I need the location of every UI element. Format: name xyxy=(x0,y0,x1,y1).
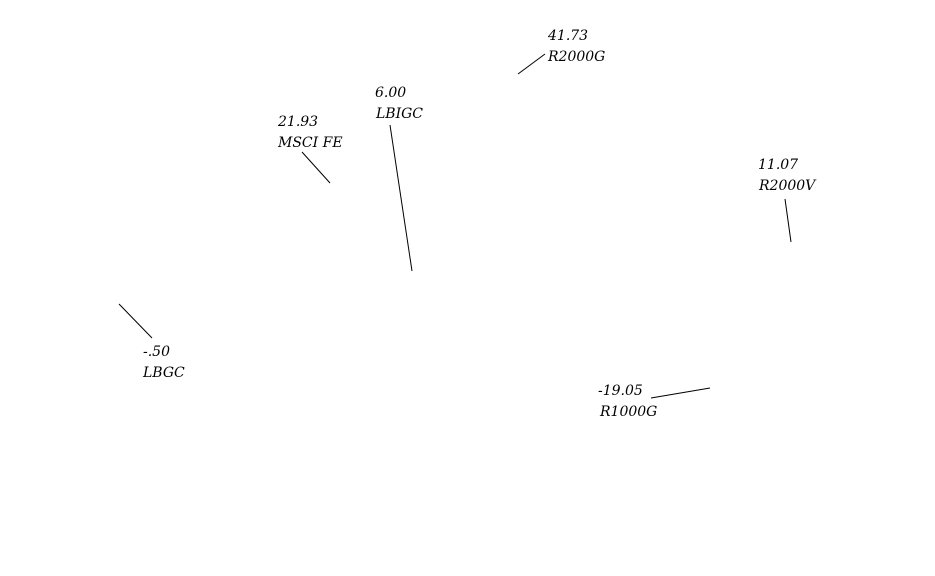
leader-line-lbgc xyxy=(118,303,153,339)
slice-label-r2000v: 11.07 R2000V xyxy=(758,157,817,243)
slice-value-r1000g: -19.05 xyxy=(598,383,643,399)
slice-label-lbgc: -.50 LBGC xyxy=(118,303,185,381)
leader-line-r1000g xyxy=(650,387,711,399)
slice-name-lbigc: LBIGC xyxy=(375,106,423,122)
slice-name-r2000v: R2000V xyxy=(758,178,817,194)
leader-line-r2000g xyxy=(517,53,546,75)
slice-name-msci-fe: MSCI FE xyxy=(277,135,343,151)
slice-label-r2000g: 41.73 R2000G xyxy=(517,28,605,75)
slice-value-r2000v: 11.07 xyxy=(758,157,798,173)
slice-name-lbgc: LBGC xyxy=(142,365,185,381)
slice-value-lbigc: 6.00 xyxy=(375,85,406,101)
slice-value-r2000g: 41.73 xyxy=(547,28,588,44)
slice-label-msci-fe: 21.93 MSCI FE xyxy=(277,114,343,184)
leader-line-msci-fe xyxy=(301,151,331,184)
slice-name-r2000g: R2000G xyxy=(547,49,605,65)
slice-label-lbigc: 6.00 LBIGC xyxy=(375,85,423,272)
leader-line-r2000v xyxy=(784,198,792,243)
slice-name-r1000g: R1000G xyxy=(599,404,657,420)
slice-value-lbgc: -.50 xyxy=(143,344,170,360)
leader-line-lbigc xyxy=(389,124,413,272)
slice-value-msci-fe: 21.93 xyxy=(277,114,318,130)
slice-label-r1000g: -19.05 R1000G xyxy=(598,383,711,420)
